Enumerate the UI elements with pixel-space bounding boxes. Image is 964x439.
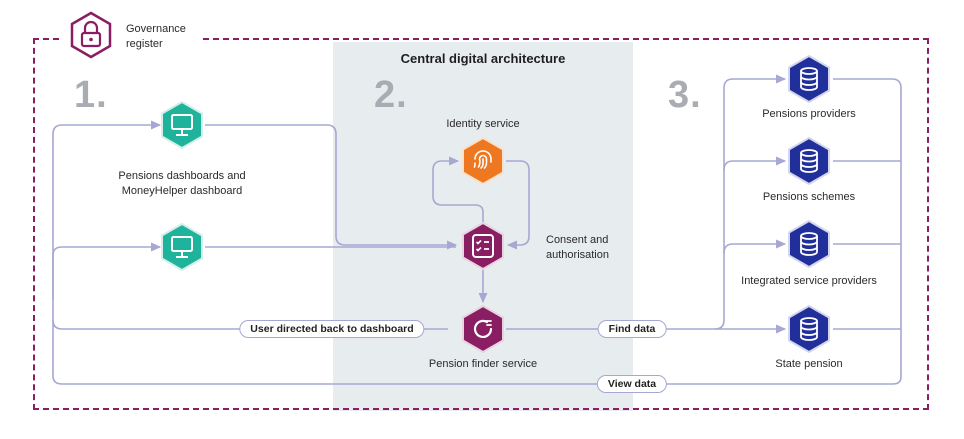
providers-return-line: [833, 78, 902, 330]
step-2-label: 2.: [374, 74, 408, 116]
provider-1-database-icon[interactable]: [787, 55, 831, 103]
dashboard-to-consent-line: [205, 124, 458, 250]
consent-label: Consent and authorisation: [546, 234, 609, 261]
governance-padlock-icon: [70, 11, 112, 59]
provider-2-database-icon[interactable]: [787, 137, 831, 185]
governance-register-label: Governance register: [126, 23, 186, 50]
provider-3-database-icon[interactable]: [787, 220, 831, 268]
identity-service-label: Identity service: [446, 118, 520, 130]
identity-fingerprint-icon[interactable]: [461, 137, 505, 185]
back-to-dashboard-1-line: [52, 120, 448, 330]
provider-3-label: Integrated service providers: [741, 275, 877, 287]
provider-2-label: Pensions schemes: [762, 191, 856, 203]
user-directed-back-pill: User directed back to dashboard: [239, 320, 425, 338]
central-architecture-title: Central digital architecture: [400, 51, 566, 66]
identity-loop-right-line: [506, 160, 530, 250]
identity-loop-left-line: [432, 156, 484, 222]
dashboard-2-monitor-icon[interactable]: [160, 223, 204, 271]
finder-label: Pension finder service: [428, 358, 538, 370]
provider-4-database-icon[interactable]: [787, 305, 831, 353]
view-data-pill: View data: [596, 375, 668, 393]
governance-boundary: [33, 38, 929, 410]
provider-1-label: Pensions providers: [762, 108, 856, 120]
step-1-label: 1.: [74, 74, 108, 116]
consent-checklist-icon[interactable]: [461, 222, 505, 270]
find-data-pill: Find data: [597, 320, 667, 338]
dashboard-1-monitor-icon[interactable]: [160, 101, 204, 149]
step-3-label: 3.: [668, 74, 702, 116]
back-to-dashboard-2-line: [52, 242, 162, 300]
provider-4-label: State pension: [775, 358, 843, 370]
dashboards-label: Pensions dashboards and MoneyHelper dash…: [118, 170, 246, 197]
finder-search-icon[interactable]: [461, 305, 505, 353]
view-data-line: [52, 320, 902, 385]
